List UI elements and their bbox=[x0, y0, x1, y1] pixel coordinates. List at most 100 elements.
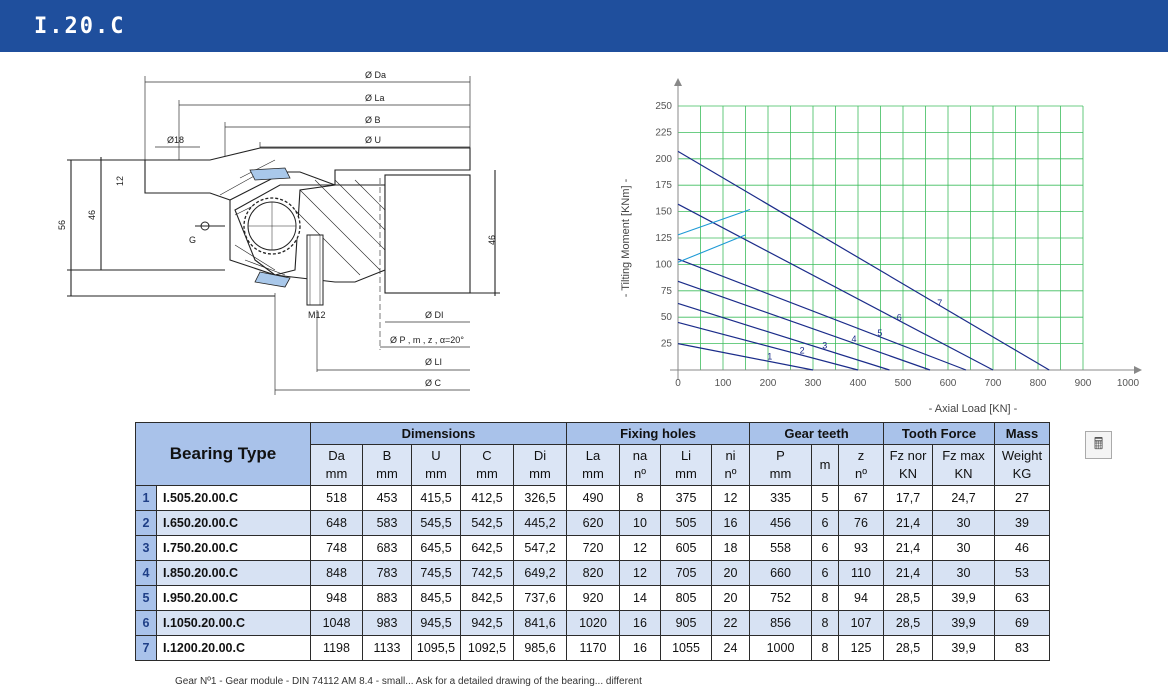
bearing-type-cell: I.850.20.00.C bbox=[156, 560, 311, 586]
dim-li-label: Ø LI bbox=[425, 357, 442, 367]
x-tick-label: 800 bbox=[1030, 378, 1047, 389]
subheader-label: C bbox=[482, 448, 492, 463]
subheader-label: Da bbox=[328, 448, 345, 463]
subheader-label: m bbox=[819, 457, 831, 472]
spec-table-wrap: Bearing Type Dimensions Fixing holes Gea… bbox=[135, 422, 1050, 661]
subheader-label: P bbox=[776, 448, 785, 463]
table-cell: 10 bbox=[619, 510, 661, 536]
table-cell: 76 bbox=[838, 510, 884, 536]
series-label: 6 bbox=[897, 313, 902, 323]
table-cell: 20 bbox=[711, 585, 750, 611]
subheader-unit: nº bbox=[634, 466, 646, 481]
row-number: 1 bbox=[135, 485, 157, 511]
table-cell: 648 bbox=[310, 510, 363, 536]
series-label: 2 bbox=[800, 346, 805, 356]
series-label: 4 bbox=[851, 334, 856, 344]
table-cell: 46 bbox=[994, 535, 1050, 561]
subheader-unit: mm bbox=[675, 466, 697, 481]
table-cell: 720 bbox=[566, 535, 620, 561]
group-mass: Mass bbox=[994, 422, 1050, 445]
series-line bbox=[677, 203, 994, 371]
dim-12-label: 12 bbox=[115, 176, 125, 186]
table-cell: 83 bbox=[994, 635, 1050, 661]
table-cell: 28,5 bbox=[883, 635, 933, 661]
bearing-type-cell: I.750.20.00.C bbox=[156, 535, 311, 561]
table-cell: 1048 bbox=[310, 610, 363, 636]
subheader-unit: KN bbox=[954, 466, 973, 481]
series-label: 7 bbox=[937, 298, 942, 308]
table-cell: 8 bbox=[811, 585, 839, 611]
x-tick-label: 0 bbox=[675, 378, 681, 389]
static-curve bbox=[677, 208, 751, 236]
dim-u-label: Ø U bbox=[365, 135, 381, 145]
y-tick-label: 75 bbox=[661, 286, 673, 297]
table-cell: 745,5 bbox=[411, 560, 461, 586]
subheader-cell: m bbox=[811, 444, 839, 486]
table-cell: 649,2 bbox=[513, 560, 567, 586]
x-axis-arrow bbox=[1134, 366, 1142, 374]
y-tick-label: 250 bbox=[655, 101, 672, 112]
table-cell: 845,5 bbox=[411, 585, 461, 611]
table-cell: 94 bbox=[838, 585, 884, 611]
y-tick-label: 125 bbox=[655, 233, 672, 244]
x-tick-label: 700 bbox=[985, 378, 1002, 389]
table-cell: 1020 bbox=[566, 610, 620, 636]
group-tooth-force: Tooth Force bbox=[883, 422, 995, 445]
series-line bbox=[677, 258, 967, 371]
dim-46-right-label: 46 bbox=[487, 235, 497, 245]
table-cell: 21,4 bbox=[883, 560, 933, 586]
table-cell: 39,9 bbox=[932, 585, 995, 611]
series-line bbox=[677, 343, 814, 371]
y-tick-label: 200 bbox=[655, 154, 672, 165]
table-cell: 547,2 bbox=[513, 535, 567, 561]
table-cell: 1133 bbox=[362, 635, 412, 661]
dim-56-label: 56 bbox=[57, 220, 67, 230]
x-tick-label: 200 bbox=[760, 378, 777, 389]
table-cell: 1092,5 bbox=[460, 635, 514, 661]
row-number: 2 bbox=[135, 510, 157, 536]
page-title: I.20.C bbox=[34, 14, 126, 39]
table-cell: 6 bbox=[811, 510, 839, 536]
x-axis-title: - Axial Load [KN] - bbox=[929, 403, 1018, 415]
dim-di-label: Ø DI bbox=[425, 310, 444, 320]
table-cell: 453 bbox=[362, 485, 412, 511]
subheader-cell: Li mm bbox=[660, 444, 712, 486]
table-cell: 16 bbox=[619, 610, 661, 636]
bearing-type-cell: I.1050.20.00.C bbox=[156, 610, 311, 636]
table-cell: 17,7 bbox=[883, 485, 933, 511]
bearing-type-cell: I.505.20.00.C bbox=[156, 485, 311, 511]
subheader-label: Li bbox=[680, 448, 692, 463]
table-cell: 8 bbox=[811, 610, 839, 636]
group-dimensions: Dimensions bbox=[310, 422, 567, 445]
table-cell: 748 bbox=[310, 535, 363, 561]
static-curve bbox=[677, 234, 746, 263]
subheader-label: Di bbox=[533, 448, 547, 463]
table-cell: 22 bbox=[711, 610, 750, 636]
table-cell: 1198 bbox=[310, 635, 363, 661]
table-cell: 1000 bbox=[749, 635, 812, 661]
calculator-icon[interactable]: 🖩 bbox=[1085, 431, 1112, 459]
subheader-cell: Da mm bbox=[310, 444, 363, 486]
bearing-type-cell: I.1200.20.00.C bbox=[156, 635, 311, 661]
table-cell: 820 bbox=[566, 560, 620, 586]
footnote: Gear Nº1 - Gear module - DIN 74112 AM 8.… bbox=[175, 676, 642, 687]
row-number: 5 bbox=[135, 585, 157, 611]
table-cell: 53 bbox=[994, 560, 1050, 586]
subheader-unit: mm bbox=[769, 466, 792, 481]
table-cell: 16 bbox=[711, 510, 750, 536]
y-tick-label: 175 bbox=[655, 180, 672, 191]
y-axis-title: - Tilting Moment [KNm] - bbox=[620, 178, 632, 297]
series-label: 1 bbox=[767, 352, 772, 362]
subheader-unit: mm bbox=[325, 466, 348, 481]
table-cell: 39,9 bbox=[932, 635, 995, 661]
